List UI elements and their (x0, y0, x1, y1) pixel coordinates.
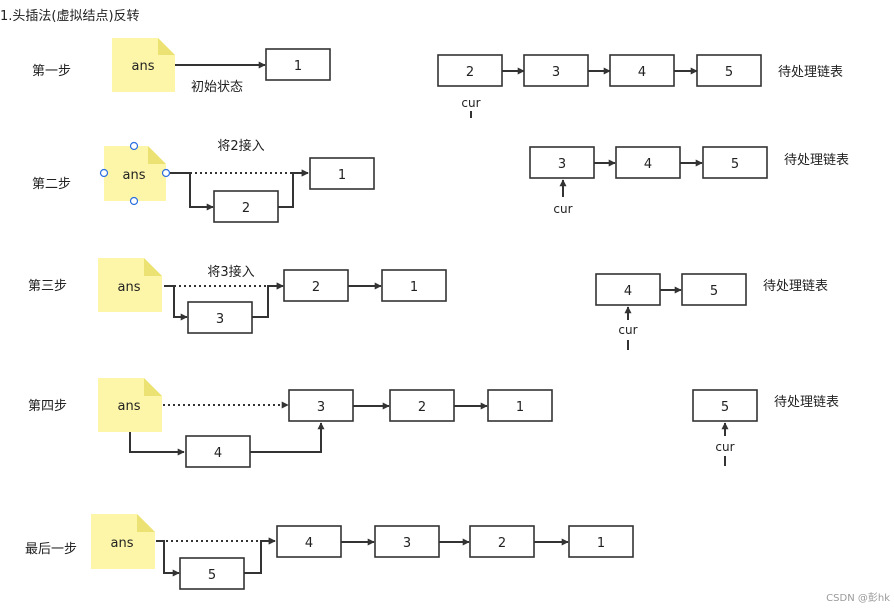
svg-text:1: 1 (410, 280, 418, 295)
inserting-node: 2 (213, 190, 279, 223)
svg-text:3: 3 (317, 400, 325, 415)
svg-text:ans: ans (118, 280, 141, 295)
svg-text:3: 3 (403, 536, 411, 551)
step-label: 第四步 (28, 399, 67, 414)
ans-to-new-node-arrow (164, 285, 188, 321)
selection-handle (129, 141, 139, 151)
new-node-to-head-arrow (278, 169, 309, 208)
step-2: 第二步 ans 将2接入 2 1 3 4 (32, 138, 849, 223)
step-note: 初始状态 (191, 80, 243, 95)
linked-node: 3 (288, 389, 354, 422)
pending-node: 5 (696, 54, 762, 87)
step-4: 第四步 ans 4 3 2 1 5 待处理链表 (28, 378, 839, 468)
ans-note: ans (98, 258, 162, 312)
svg-text:3: 3 (558, 157, 566, 172)
svg-text:1: 1 (516, 400, 524, 415)
svg-text:4: 4 (624, 284, 632, 299)
step-final: 最后一步 ans 5 4 3 2 1 (25, 514, 634, 590)
svg-text:4: 4 (638, 65, 646, 80)
svg-text:5: 5 (721, 400, 729, 415)
pending-label: 待处理链表 (763, 279, 828, 294)
step-note: 将2接入 (217, 138, 264, 154)
linked-node: 1 (487, 389, 553, 422)
svg-text:2: 2 (312, 280, 320, 295)
svg-text:3: 3 (216, 312, 224, 327)
svg-text:3: 3 (552, 65, 560, 80)
pending-node: 5 (681, 273, 747, 306)
pending-node: 3 (523, 54, 589, 87)
diagram-title: 1.头插法(虚拟结点)反转 (0, 9, 140, 24)
pending-label: 待处理链表 (784, 153, 849, 168)
linked-node: 2 (283, 269, 349, 302)
linked-node: 4 (276, 525, 342, 558)
pending-node: 4 (615, 146, 681, 179)
linked-node: 1 (309, 157, 375, 190)
pending-label: 待处理链表 (778, 65, 843, 80)
step-label: 第三步 (28, 279, 67, 294)
linked-node: 1 (381, 269, 447, 302)
inserting-node: 5 (179, 557, 245, 590)
linked-node: 1 (568, 525, 634, 558)
svg-text:2: 2 (466, 65, 474, 80)
svg-text:ans: ans (111, 536, 134, 551)
pending-node: 4 (595, 273, 661, 306)
svg-text:1: 1 (597, 536, 605, 551)
ans-to-new-node-arrow (156, 540, 180, 577)
linked-node: 2 (389, 389, 455, 422)
step-note: 将3接入 (207, 264, 254, 280)
pending-node: 2 (437, 54, 503, 87)
svg-text:5: 5 (710, 284, 718, 299)
svg-text:2: 2 (242, 201, 250, 216)
cur-label: cur (715, 440, 734, 454)
svg-text:1: 1 (294, 59, 302, 74)
step-label: 第一步 (32, 64, 71, 79)
ans-to-new-node-arrow (129, 432, 185, 456)
svg-text:ans: ans (118, 399, 141, 414)
linked-node: 3 (374, 525, 440, 558)
step-1: 第一步 ans 初始状态 1 2 3 4 5 待处理链 (32, 38, 843, 118)
step-label: 最后一步 (25, 542, 77, 557)
cur-label: cur (461, 96, 480, 110)
selection-handle (161, 168, 171, 178)
step-3: 第三步 ans 将3接入 3 2 1 4 5 (28, 258, 828, 350)
ans-note: ans (98, 378, 162, 432)
cur-label: cur (553, 202, 572, 216)
new-node-to-head-arrow (244, 537, 276, 574)
svg-text:4: 4 (644, 157, 652, 172)
ans-to-new-node-arrow (170, 172, 214, 211)
watermark: CSDN @彭hk (826, 591, 890, 604)
pending-node: 4 (609, 54, 675, 87)
ans-note: ans (99, 141, 171, 206)
linked-node: 1 (265, 48, 331, 81)
svg-text:ans: ans (132, 59, 155, 74)
svg-text:2: 2 (418, 400, 426, 415)
pending-node: 5 (692, 389, 758, 422)
ans-note: ans (91, 514, 155, 569)
new-node-to-head-arrow (252, 282, 284, 318)
ans-note: ans (112, 38, 175, 92)
cur-label: cur (618, 323, 637, 337)
svg-text:4: 4 (305, 536, 313, 551)
svg-text:5: 5 (208, 568, 216, 583)
svg-text:5: 5 (725, 65, 733, 80)
pending-node: 3 (529, 146, 595, 179)
svg-text:2: 2 (498, 536, 506, 551)
svg-text:4: 4 (214, 446, 222, 461)
svg-text:ans: ans (123, 168, 146, 183)
pending-node: 5 (702, 146, 768, 179)
linked-node: 2 (469, 525, 535, 558)
inserting-node: 4 (185, 435, 251, 468)
svg-text:5: 5 (731, 157, 739, 172)
inserting-node: 3 (187, 301, 253, 334)
svg-text:1: 1 (338, 168, 346, 183)
pending-label: 待处理链表 (774, 395, 839, 410)
selection-handle (99, 168, 109, 178)
new-node-to-head-arrow (250, 422, 325, 453)
selection-handle (129, 196, 139, 206)
step-label: 第二步 (32, 177, 71, 192)
